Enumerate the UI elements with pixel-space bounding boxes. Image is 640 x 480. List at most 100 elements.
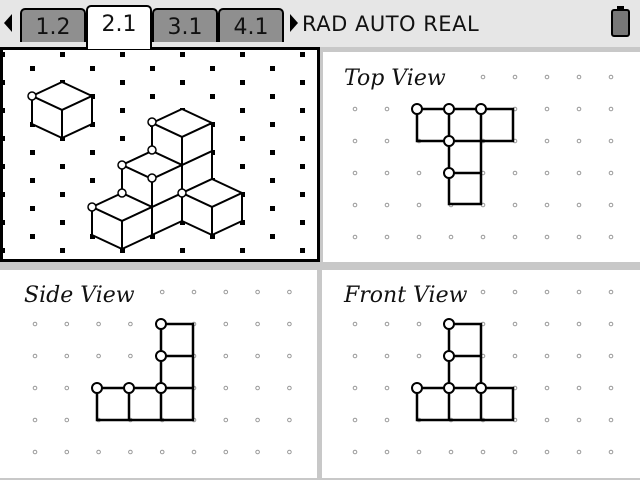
- grid-dot: [90, 234, 95, 239]
- grid-dot: [159, 289, 165, 295]
- top-bar: 1.2 2.1 3.1 4.1 RAD AUTO REAL: [0, 0, 640, 49]
- grid-dot: [544, 385, 550, 391]
- grid-dot: [0, 192, 5, 197]
- grid-dot: [416, 353, 422, 359]
- tab-3-1[interactable]: 3.1: [152, 8, 218, 42]
- grid-dot: [270, 122, 275, 127]
- grid-dot: [480, 74, 486, 80]
- grid-dot: [223, 353, 229, 359]
- grid-dot: [240, 108, 245, 113]
- grid-dot: [576, 106, 582, 112]
- scroll-left-arrow-icon[interactable]: [4, 14, 12, 32]
- cube-face: [31, 95, 63, 139]
- grid-dot: [287, 289, 292, 295]
- grid-dot: [60, 164, 65, 169]
- vertex-point: [411, 382, 423, 394]
- side-view-panel[interactable]: [0, 270, 317, 478]
- tab-4-1[interactable]: 4.1: [218, 8, 284, 42]
- grid-dot: [544, 289, 550, 295]
- grid-dot: [352, 170, 358, 176]
- grid-dot: [608, 138, 614, 144]
- grid-dot: [480, 234, 486, 240]
- grid-dot: [120, 80, 125, 85]
- vertex-point: [117, 188, 127, 198]
- vertex-point: [443, 167, 455, 179]
- grid-dot: [576, 74, 582, 80]
- grid-dot: [32, 417, 38, 423]
- vertex-point: [155, 350, 167, 362]
- grid-dot: [210, 234, 215, 239]
- grid-dot: [64, 321, 70, 327]
- grid-dot: [150, 234, 155, 239]
- grid-dot: [384, 417, 390, 423]
- scroll-right-arrow-icon[interactable]: [290, 14, 298, 32]
- grid-dot: [240, 136, 245, 141]
- grid-dot: [128, 353, 133, 359]
- grid-dot: [576, 138, 582, 144]
- vertex-point: [155, 382, 167, 394]
- grid-dot: [96, 321, 101, 327]
- grid-dot: [64, 417, 70, 423]
- grid-dot: [255, 321, 260, 327]
- grid-dot: [384, 353, 390, 359]
- side-view-title: Side View: [24, 283, 135, 308]
- grid-dot: [352, 106, 358, 112]
- grid-dot: [60, 220, 65, 225]
- grid-dot: [223, 417, 229, 423]
- vertex-point: [443, 350, 455, 362]
- grid-dot: [352, 449, 358, 455]
- vertex-point: [91, 382, 103, 394]
- grid-dot: [544, 234, 550, 240]
- tab-2-1[interactable]: 2.1: [86, 5, 152, 49]
- grid-dot: [223, 385, 229, 391]
- grid-dot: [270, 150, 275, 155]
- grid-dot: [255, 289, 260, 295]
- grid-dot: [544, 170, 550, 176]
- grid-dot: [608, 449, 614, 455]
- grid-dot: [0, 220, 5, 225]
- grid-dot: [352, 353, 358, 359]
- top-view-outline: [447, 109, 483, 206]
- grid-dot: [608, 353, 614, 359]
- grid-dot: [32, 385, 38, 391]
- grid-dot: [544, 106, 550, 112]
- vertex-point: [443, 318, 455, 330]
- grid-dot: [150, 94, 155, 99]
- grid-dot: [240, 80, 245, 85]
- grid-dot: [128, 449, 133, 455]
- grid-dot: [512, 289, 518, 295]
- grid-dot: [384, 385, 390, 391]
- grid-dot: [32, 321, 38, 327]
- grid-dot: [576, 321, 582, 327]
- grid-dot: [0, 80, 5, 85]
- grid-dot: [608, 321, 614, 327]
- vertex-point: [87, 202, 97, 212]
- tab-1-2[interactable]: 1.2: [20, 8, 86, 42]
- vertex-point: [147, 145, 157, 155]
- grid-dot: [0, 52, 5, 57]
- grid-dot: [287, 385, 292, 391]
- grid-dot: [300, 52, 305, 57]
- grid-dot: [150, 66, 155, 71]
- vertex-point: [147, 117, 157, 127]
- battery-icon: [611, 6, 630, 37]
- grid-dot: [30, 150, 35, 155]
- grid-dot: [300, 108, 305, 113]
- grid-dot: [240, 248, 245, 253]
- grid-dot: [512, 234, 518, 240]
- grid-dot: [90, 178, 95, 183]
- grid-dot: [255, 449, 260, 455]
- grid-dot: [30, 66, 35, 71]
- grid-dot: [416, 449, 422, 455]
- grid-dot: [210, 66, 215, 71]
- grid-dot: [384, 106, 390, 112]
- grid-dot: [270, 206, 275, 211]
- grid-dot: [576, 417, 582, 423]
- grid-dot: [120, 108, 125, 113]
- grid-dot: [576, 385, 582, 391]
- grid-dot: [287, 321, 292, 327]
- grid-dot: [544, 321, 550, 327]
- grid-dot: [300, 192, 305, 197]
- grid-dot: [384, 138, 390, 144]
- grid-dot: [120, 136, 125, 141]
